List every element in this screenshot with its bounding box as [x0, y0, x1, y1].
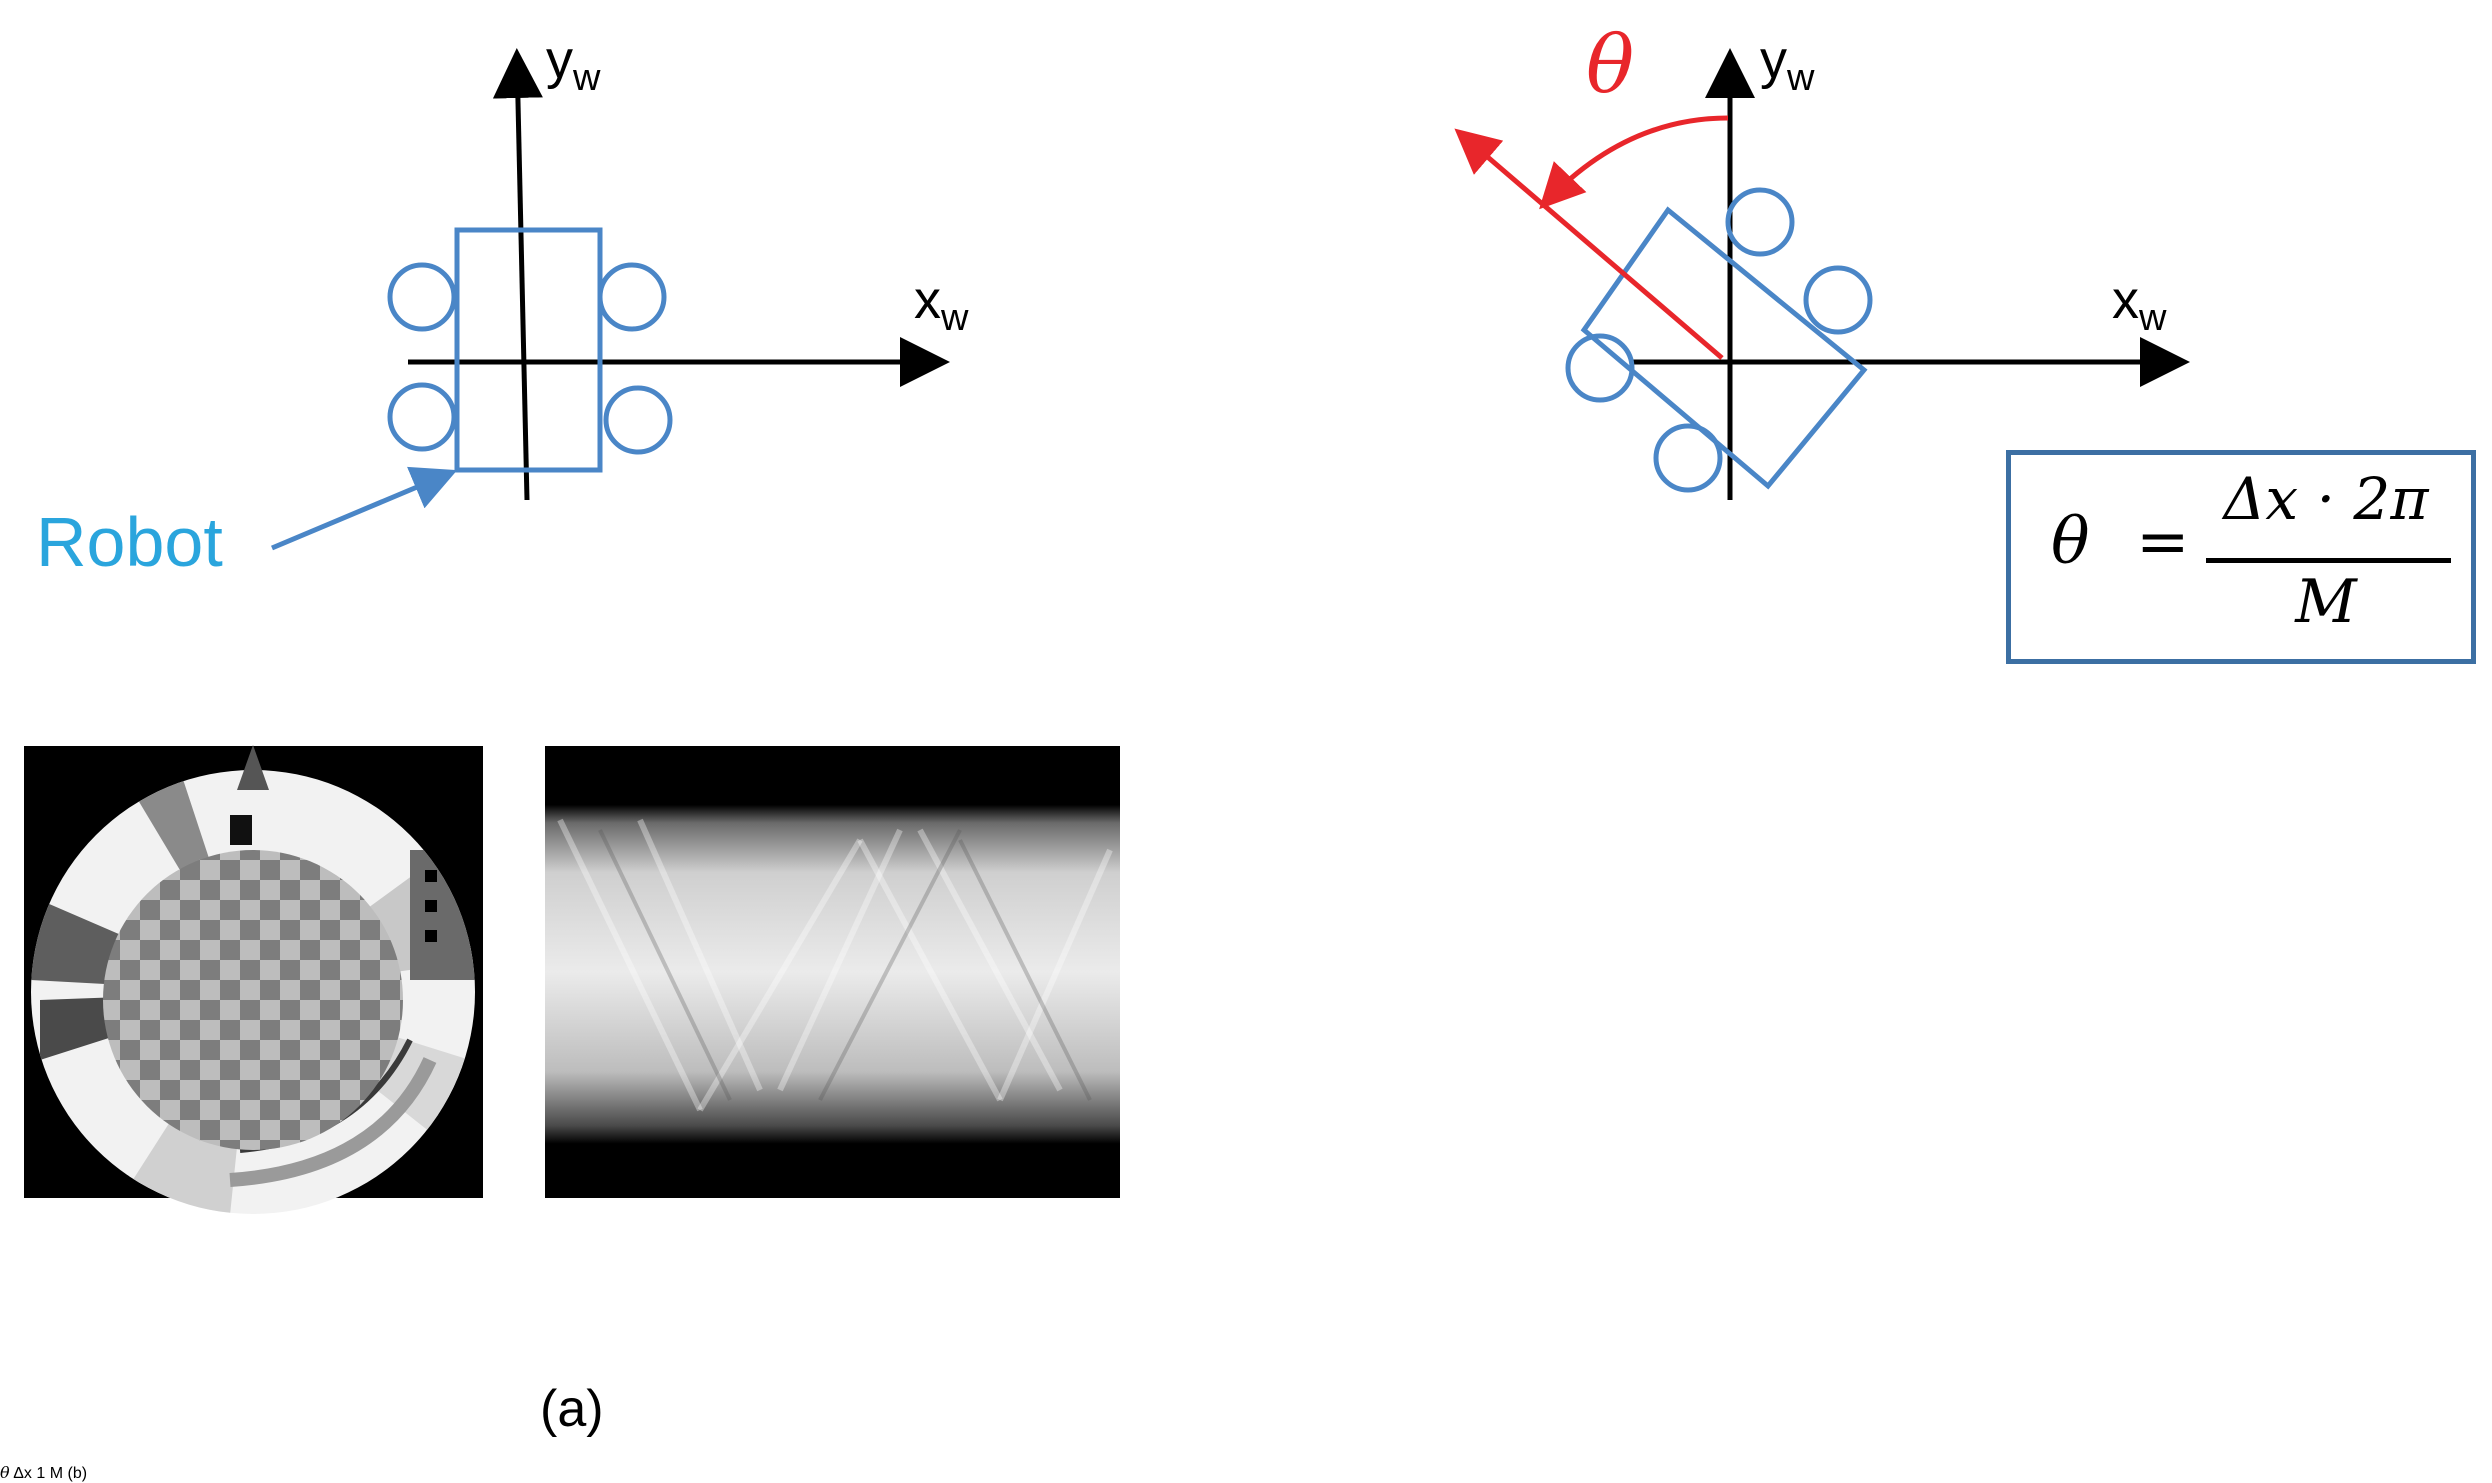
panel-b-wheel	[1653, 423, 1723, 493]
scale-right-tick: 1 M (b) θ = Δx · 2π M	[36, 450, 2476, 1482]
formula-lhs: θ	[2051, 505, 2090, 579]
formula-denominator: M	[2295, 567, 2357, 637]
panel-b-wheel	[1803, 265, 1873, 335]
delta-x-label: Δx	[13, 1465, 32, 1482]
panel-b-y-label: yw	[1760, 30, 1815, 99]
robot-pointer-arrow	[271, 466, 458, 551]
panel-a-robot	[387, 227, 673, 473]
panel-b-omni-vertical: θ Δx 1 M (b) θ = Δx · 2π M	[0, 450, 2476, 1482]
scale-left-tick: 1 M (b) θ = Δx · 2π M	[36, 450, 2476, 1482]
panel-b-world-frame: yw xw	[1632, 30, 2190, 500]
panel-a-wheel	[387, 262, 457, 332]
panel-b-theta-top: θ	[1586, 18, 1634, 111]
panel-b-theta-bottom: θ	[0, 1463, 10, 1482]
formula-equals: =	[2136, 505, 2190, 579]
panel-a-wheel	[387, 382, 457, 452]
panel-a-panoramic-image	[545, 746, 1120, 1198]
delta-x-arrow: Δx 1 M (b) θ = Δx · 2π M	[13, 450, 2476, 1482]
formula-box: θ = Δx · 2π M	[2006, 450, 2476, 664]
panel-b-robot-body	[1580, 206, 1868, 490]
panel-a-caption: (a)	[540, 1380, 604, 1438]
panel-a-wheel	[597, 262, 667, 332]
panel-b-theta-arc	[1539, 115, 1729, 210]
panel-b-heading-arrow	[1454, 128, 1724, 360]
panel-b-caption: (b)	[67, 1465, 88, 1482]
pano-start-line: Δx 1 M (b) θ = Δx · 2π M	[13, 450, 2476, 1482]
panel-b-x-label: xw	[2112, 270, 2167, 339]
panel-a-y-label: yw	[546, 30, 601, 99]
scale-arrow: 1 M (b) θ = Δx · 2π M	[36, 450, 2476, 1482]
pano-shift-line: Δx 1 M (b) θ = Δx · 2π M	[13, 450, 2476, 1482]
panel-a-wheel	[603, 385, 673, 455]
panel-b-wheel	[1565, 333, 1635, 403]
panel-a-omni-image	[24, 745, 483, 1214]
panel-a-robot-body	[454, 227, 603, 473]
panel-b-omni-theta-arc: θ Δx 1 M (b) θ = Δx · 2π M	[0, 450, 2476, 1482]
formula-numerator: Δx · 2π	[2223, 465, 2429, 533]
scale-start-label: 1	[36, 1465, 46, 1482]
panel-b-omni-heading: θ Δx 1 M (b) θ = Δx · 2π M	[0, 450, 2476, 1482]
panel-a-x-label: xw	[914, 270, 969, 339]
panel-b-wheel	[1725, 187, 1795, 257]
panel-a-y-axis	[492, 48, 543, 501]
panel-a-world-frame: yw xw	[408, 30, 969, 501]
panel-b-robot	[1565, 187, 1873, 493]
formula-fraction-bar	[2206, 558, 2451, 563]
scale-end-label: M	[49, 1465, 64, 1482]
robot-label: Robot	[36, 503, 223, 581]
